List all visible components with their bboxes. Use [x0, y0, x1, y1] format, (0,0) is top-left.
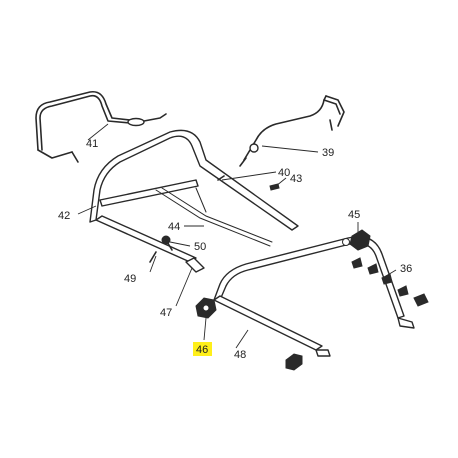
part-46-handle-knob [195, 297, 217, 319]
callout-49: 49 [124, 273, 136, 285]
callout-50: 50 [194, 241, 206, 253]
callout-41: 41 [86, 138, 98, 150]
part-39-cable-assembly [239, 95, 345, 167]
part-47-bracket [185, 257, 205, 273]
callout-40: 40 [278, 167, 290, 179]
part-45-knob [342, 229, 371, 251]
callout-45: 45 [348, 209, 360, 221]
callout-47: 47 [160, 307, 172, 319]
callout-43: 43 [290, 173, 302, 185]
callout-46-highlight [193, 342, 212, 356]
callout-labels: 41 39 40 43 42 44 45 50 36 49 47 46 48 [58, 138, 412, 361]
part-42-upper-handle [89, 129, 299, 263]
leader-lines [77, 123, 397, 349]
callout-36: 36 [400, 263, 412, 275]
callout-48: 48 [234, 349, 246, 361]
callout-46: 46 [196, 344, 208, 356]
part-41-control-bail [35, 90, 167, 163]
part-50-knob [161, 235, 173, 251]
callout-42: 42 [58, 210, 70, 222]
callout-39: 39 [322, 147, 334, 159]
part-49-bolt [149, 251, 157, 263]
part-40-screw [217, 175, 225, 181]
part-44-cable [155, 187, 273, 247]
part-36-cable-clips [351, 257, 429, 307]
part-48-lower-handle [213, 236, 415, 371]
callout-44: 44 [168, 221, 180, 233]
